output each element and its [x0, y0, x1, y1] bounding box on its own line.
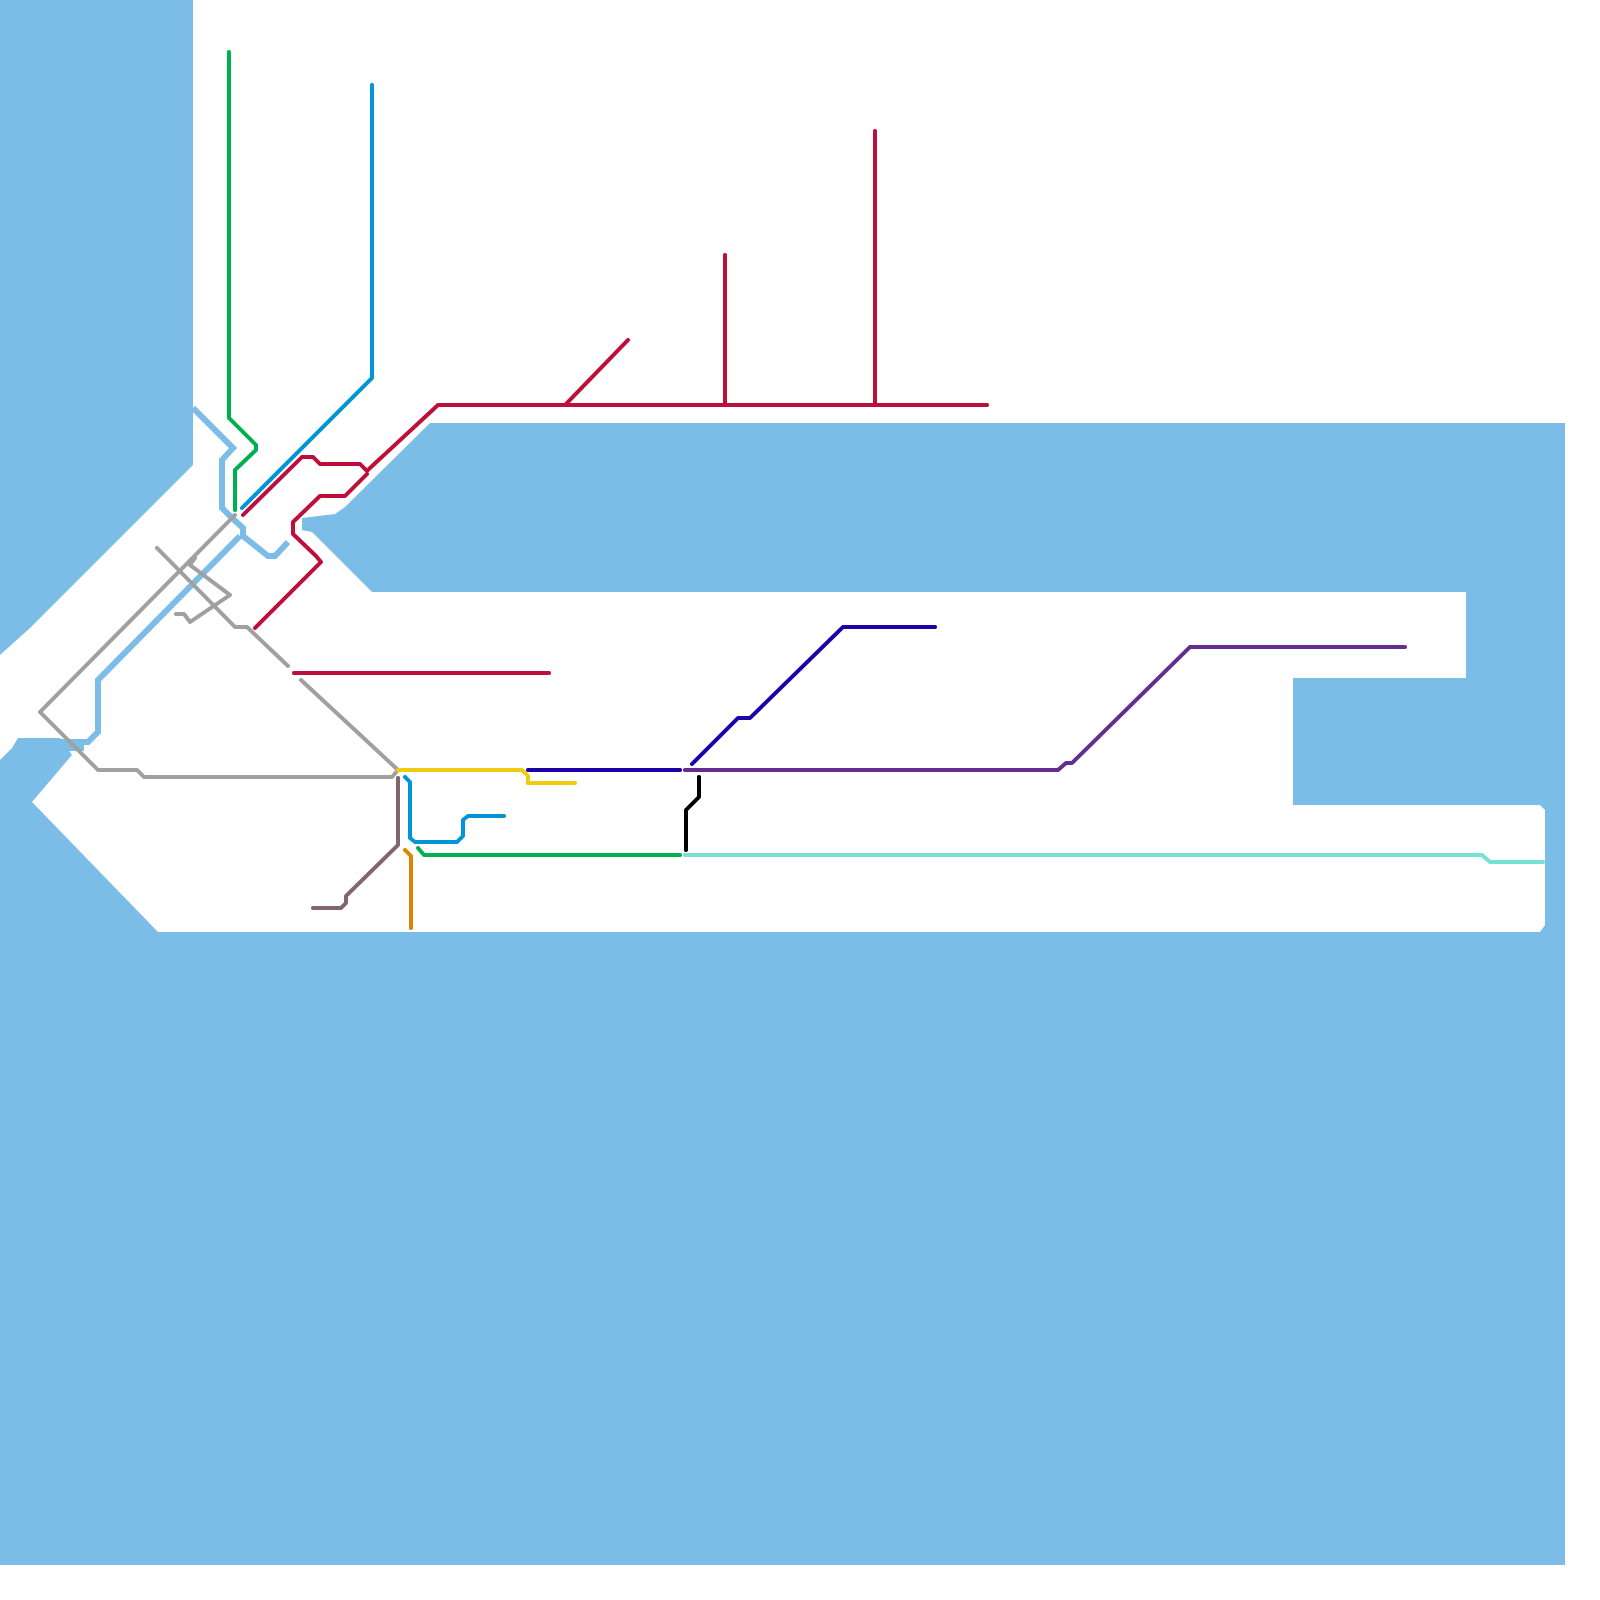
river-channel-west	[52, 533, 243, 751]
green-line-north[interactable]	[227, 50, 258, 512]
teal-line[interactable]	[683, 853, 1545, 864]
gray-line-diagonal[interactable]	[155, 546, 290, 668]
gray-line-branch[interactable]	[174, 556, 232, 624]
transit-lines	[38, 50, 1545, 930]
red-spur-1[interactable]	[564, 338, 630, 406]
yellow-line[interactable]	[396, 768, 577, 785]
green-line-south[interactable]	[416, 846, 682, 857]
orange-line[interactable]	[403, 848, 413, 930]
river-channel-north	[190, 405, 291, 559]
water-layer	[0, 0, 1565, 1565]
water-northwest	[0, 0, 193, 655]
blue-line-south[interactable]	[403, 775, 506, 844]
blue-line-north[interactable]	[240, 83, 374, 510]
black-line[interactable]	[684, 775, 701, 852]
red-line-main[interactable]	[241, 403, 989, 517]
water-south	[0, 738, 1565, 1565]
red-line-loop[interactable]	[253, 472, 369, 630]
purple-line[interactable]	[683, 645, 1407, 772]
water-east-bay	[302, 423, 1565, 805]
navy-line-east[interactable]	[690, 625, 937, 766]
brown-line[interactable]	[311, 776, 400, 910]
